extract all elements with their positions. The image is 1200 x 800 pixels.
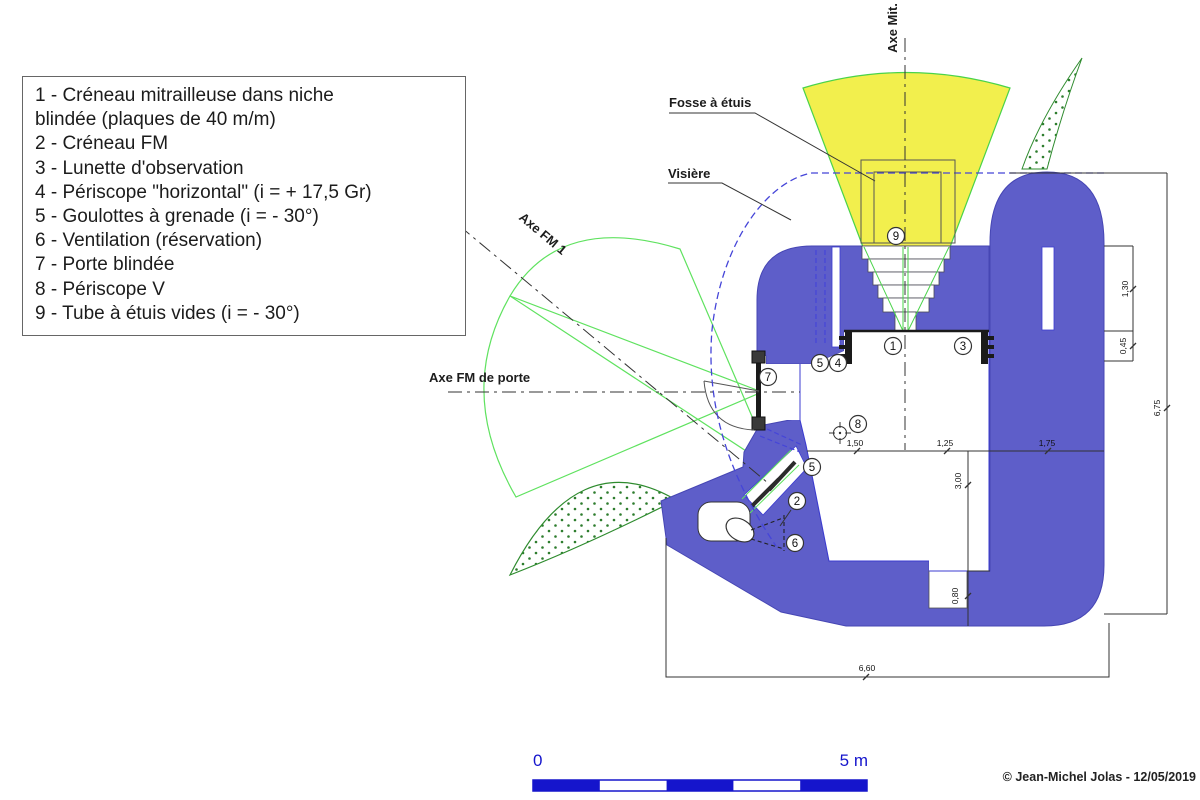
scale-zero-label: 0 [533,751,542,770]
armor-plate-right [981,332,994,364]
callout-7: 7 [758,367,778,387]
callout-3: 3 [953,336,973,356]
creneau-fm-leader [779,509,792,527]
dim-1-50: 1,50 [847,438,864,448]
callout-7-num: 7 [765,372,771,384]
stippled-crescent [508,481,678,577]
dim-1-75: 1,75 [1039,438,1056,448]
visiere-label: Visière [668,166,710,181]
axis-lines [437,38,906,484]
callout-1: 1 [883,336,903,356]
dim-0-80: 0,80 [950,587,960,604]
ventilation-cylinder [725,517,755,543]
dim-0-45: 0,45 [1118,337,1128,354]
leader-lines [668,112,876,527]
legend-item-8: 8 - Périscope V [35,278,165,300]
fosse-a-etuis [860,159,956,244]
callout-2-num: 2 [794,496,800,508]
dim-6-75: 6,75 [1152,399,1162,416]
mg-sight-lines [863,246,950,332]
axe-fm1-line [437,207,769,484]
grenade-chute-plates [750,460,797,508]
callout-6-num: 6 [792,538,798,550]
legend-item-3: 3 - Lunette d'observation [35,157,244,179]
dim-1-30: 1,30 [1120,280,1130,297]
door-swing-arc [703,380,755,431]
concrete-walls [660,171,1105,627]
door-hinge-top [751,350,766,364]
callout-8: 8 [848,414,868,434]
callout-5b-num: 5 [809,462,815,474]
fm1-firing-arc [509,237,777,472]
legend-item-4: 4 - Périscope "horizontal" (i = + 17,5 G… [35,181,372,203]
callout-8-num: 8 [855,419,861,431]
stippled-sliver [1021,57,1083,170]
door-opening [757,356,800,420]
callout-5a-num: 5 [817,358,823,370]
scale-bar: 0 5 m [532,751,868,792]
rear-notch [928,570,968,609]
dim-6-60: 6,60 [859,663,876,673]
callout-markers: 9 1 3 5 4 7 8 5 2 6 [758,226,973,553]
legend-item-6: 6 - Ventilation (réservation) [35,230,263,252]
door-hinge-bottom [751,416,766,431]
callout-6: 6 [785,533,805,553]
callout-5a: 5 [810,353,830,373]
periscope-slot [831,246,841,348]
legend-item-5: 5 - Goulottes à grenade (i = - 30°) [35,206,319,228]
callout-5b: 5 [802,457,822,477]
stepped-embrasure [861,245,951,333]
ventilation-dashed [750,515,785,551]
fosse-leader [669,112,876,182]
periscope-symbol [829,422,851,444]
legend-item-1b: blindée (plaques de 40 m/m) [35,109,276,131]
callout-4: 4 [828,353,848,373]
legend-box: 1 - Créneau mitrailleuse dans niche blin… [22,76,466,337]
chute-sight-lines [741,449,800,514]
hidden-lines [759,250,826,453]
fm-door-firing-arc [483,295,764,498]
axe-mit-label: Axe Mit. [885,3,900,53]
callout-4-num: 4 [835,358,842,370]
visiere-leader [668,182,792,221]
legend-item-2: 2 - Créneau FM [35,133,169,155]
axe-fm-porte-label: Axe FM de porte [429,370,530,385]
tower-slot [1041,246,1055,331]
armored-door [703,350,766,431]
scale-five-label: 5 m [840,751,868,770]
credit-text: © Jean-Michel Jolas - 12/05/2019 [1003,770,1196,784]
callout-3-num: 3 [960,341,966,353]
dim-3-00: 3,00 [953,472,963,489]
door-swing-line [703,380,760,392]
legend-item-1: 1 - Créneau mitrailleuse dans niche [35,85,334,106]
callout-9-num: 9 [893,231,899,243]
callout-9: 9 [886,226,906,246]
callout-1-num: 1 [890,341,896,353]
fosse-label: Fosse à étuis [669,95,751,110]
legend-item-9: 9 - Tube à étuis vides (i = - 30°) [35,302,300,324]
axe-fm1-label: Axe FM 1 [516,209,569,257]
legend-item-7: 7 - Porte blindée [35,254,175,276]
visiere-dashed-outline [710,172,1104,547]
callout-2: 2 [787,491,807,511]
dimension-ticks [853,285,1171,681]
dim-1-25: 1,25 [937,438,954,448]
